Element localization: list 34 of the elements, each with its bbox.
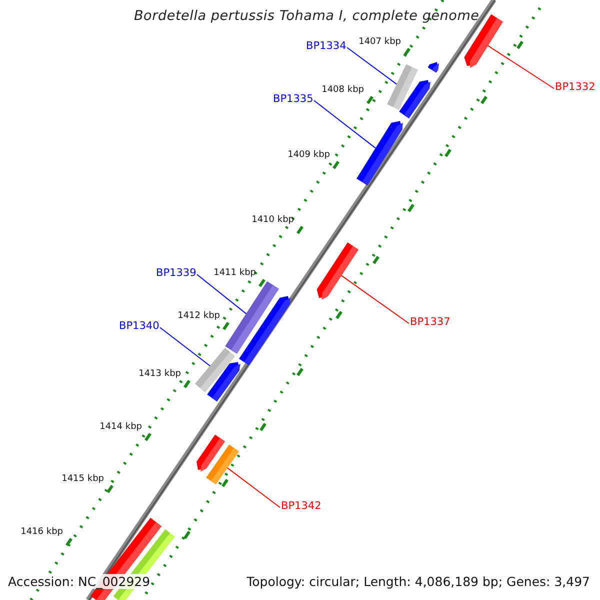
position-label: 1410 kbp [252,215,294,226]
position-label: 1413 kbp [138,369,181,380]
position-label: 1412 kbp [178,311,220,322]
leader-line [160,327,210,366]
accession-text: Accession: NC_002929 [8,574,150,589]
leader-line [226,467,280,508]
leader-line [314,100,376,149]
gene-label: BP1335 [273,93,314,106]
leader-line [346,47,398,85]
leader-line [487,45,554,89]
gene-bar [207,362,240,402]
position-label: 1407 kbp [358,37,401,48]
gene-label: BP1342 [281,500,322,513]
position-label: 1411 kbp [214,268,256,279]
gene-bar [316,242,358,300]
position-label: 1416 kbp [20,527,63,538]
leader-line [340,275,410,324]
genome-summary: Topology: circular; Length: 4,086,189 bp; Genes: 3,497 [246,574,590,589]
gene-label: BP1340 [119,320,160,333]
position-label: 1415 kbp [62,474,104,485]
diagram-title: Bordetella pertussis Tohama I, complete genome [134,8,480,24]
gene-bar [239,296,290,366]
position-label: 1409 kbp [288,150,330,161]
position-label: 1414 kbp [100,422,142,433]
position-label: 1408 kbp [322,85,364,96]
gene-bar [206,444,239,484]
gene-label: BP1337 [410,316,450,329]
gene-bar [428,62,440,73]
gene-bar [399,80,430,118]
gene-label: BP1332 [555,81,596,94]
gene-bar [356,121,403,186]
gene-label: BP1339 [156,267,196,280]
leader-line [196,274,247,314]
gene-label: BP1334 [306,40,346,53]
